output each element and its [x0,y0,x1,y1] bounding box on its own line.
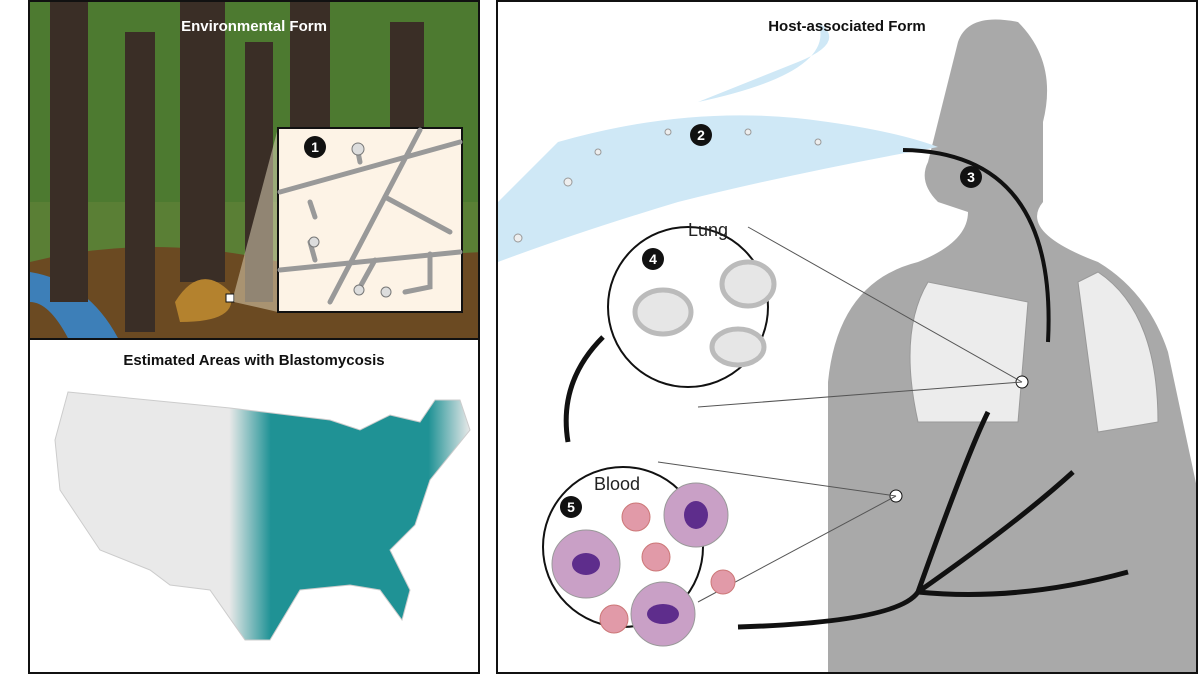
mycelium-inset [277,127,463,313]
forest-illustration [30,2,478,338]
step-1-badge: 1 [304,136,326,158]
lung-label: Lung [688,220,729,240]
environmental-form-title: Environmental Form [181,18,327,35]
step-2-badge: 2 [690,124,712,146]
blood-label: Blood [594,474,641,494]
air-stream [498,115,938,262]
endemic-map-panel: Estimated Areas with Blastomycosis [28,338,480,674]
lung-to-blood-arrow [563,335,605,443]
us-outline [54,391,471,641]
dissemination-arrows [737,410,1129,630]
host-illustration [498,19,1196,672]
step-5-badge: 5 [560,496,582,518]
lung-right [1077,271,1159,433]
us-map [54,391,471,641]
map-title: Estimated Areas with Blastomycosis [123,352,385,369]
environmental-form-panel: Environmental Form 1 [28,0,480,340]
step-4-badge: 4 [642,248,664,270]
step-3-badge: 3 [960,166,982,188]
host-associated-form-panel: Host-associated Form 2 3 4 5 Lung Blood [496,0,1198,674]
host-form-title: Host-associated Form [768,18,926,35]
inhalation-arrow [902,148,1051,343]
